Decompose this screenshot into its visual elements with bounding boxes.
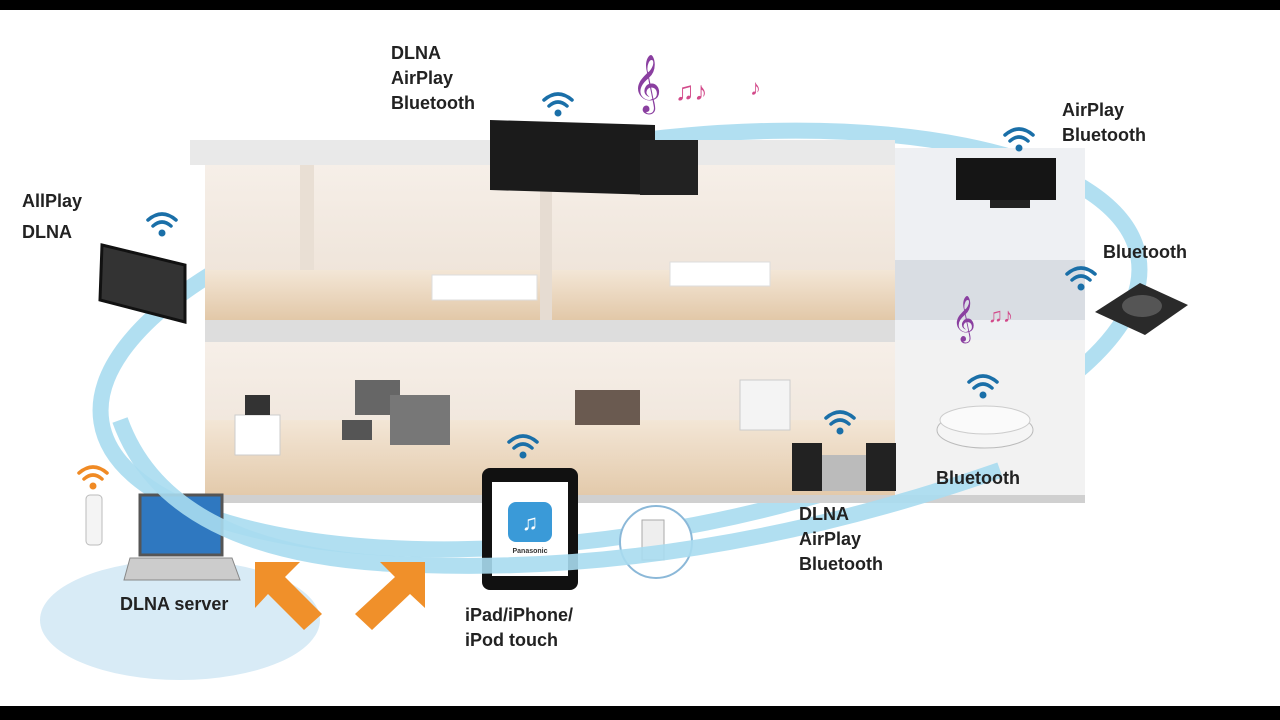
upload-arrow-right: [355, 562, 425, 630]
label-robot-vacuum: Bluetooth: [936, 468, 1020, 488]
bluetooth-speaker: [1095, 283, 1188, 335]
label-line: AllPlay: [22, 191, 83, 211]
label-line: DLNA: [391, 43, 441, 63]
upload-arrow-left: [255, 562, 322, 630]
music-notes-icon: ♫♪: [675, 76, 708, 106]
micro-system: [956, 158, 1056, 208]
label-stereo: DLNA AirPlay Bluetooth: [799, 502, 883, 577]
label-ceiling-speaker: DLNA AirPlay Bluetooth: [391, 41, 475, 116]
music-notes-icon: 𝄞: [952, 296, 976, 344]
music-notes-icon: 𝄞: [632, 55, 662, 115]
tablet-brand: Panasonic: [512, 548, 547, 555]
wall-tv: [98, 243, 187, 324]
label-line: iPod touch: [465, 630, 558, 650]
network-ring-front: [112, 417, 1003, 574]
label-line: iPad/iPhone/: [465, 605, 574, 625]
house-cross-section: [190, 140, 1085, 503]
label-line: AirPlay: [799, 529, 862, 549]
wifi-icon: [507, 434, 539, 459]
wifi-icon: [967, 374, 999, 399]
wifi-icon: [542, 92, 574, 117]
label-bluetooth-speaker: Bluetooth: [1103, 242, 1187, 262]
wifi-icon: [824, 410, 856, 435]
wifi-icon: [146, 212, 178, 237]
bottom-letterbox: [0, 706, 1280, 720]
label-line: DLNA: [22, 222, 72, 242]
ground-glow: [40, 560, 320, 680]
label-line: Bluetooth: [391, 93, 475, 113]
wireless-router: [85, 494, 103, 546]
label-line: Bluetooth: [1062, 125, 1146, 145]
label-line: DLNA: [799, 504, 849, 524]
svg-text:♫: ♫: [522, 510, 539, 535]
music-notes-icon: ♪: [750, 75, 761, 100]
music-notes-icon: ♫♪: [988, 305, 1013, 327]
wifi-router-icon: [77, 465, 109, 490]
label-line: AirPlay: [391, 68, 454, 88]
label-laptop: DLNA server: [120, 594, 229, 614]
ceiling-speaker: [490, 120, 698, 195]
wifi-icon: [1003, 127, 1035, 152]
label-tablet: iPad/iPhone/ iPod touch: [465, 603, 573, 653]
label-line: Bluetooth: [799, 554, 883, 574]
top-letterbox: [0, 0, 1280, 10]
stereo-system: [792, 443, 896, 491]
label-wall-tv: AllPlay DLNA: [22, 186, 82, 248]
label-micro-system: AirPlay Bluetooth: [1062, 98, 1146, 148]
robot-vacuum: [936, 405, 1034, 449]
label-line: AirPlay: [1062, 100, 1125, 120]
wifi-icon: [1065, 266, 1097, 291]
